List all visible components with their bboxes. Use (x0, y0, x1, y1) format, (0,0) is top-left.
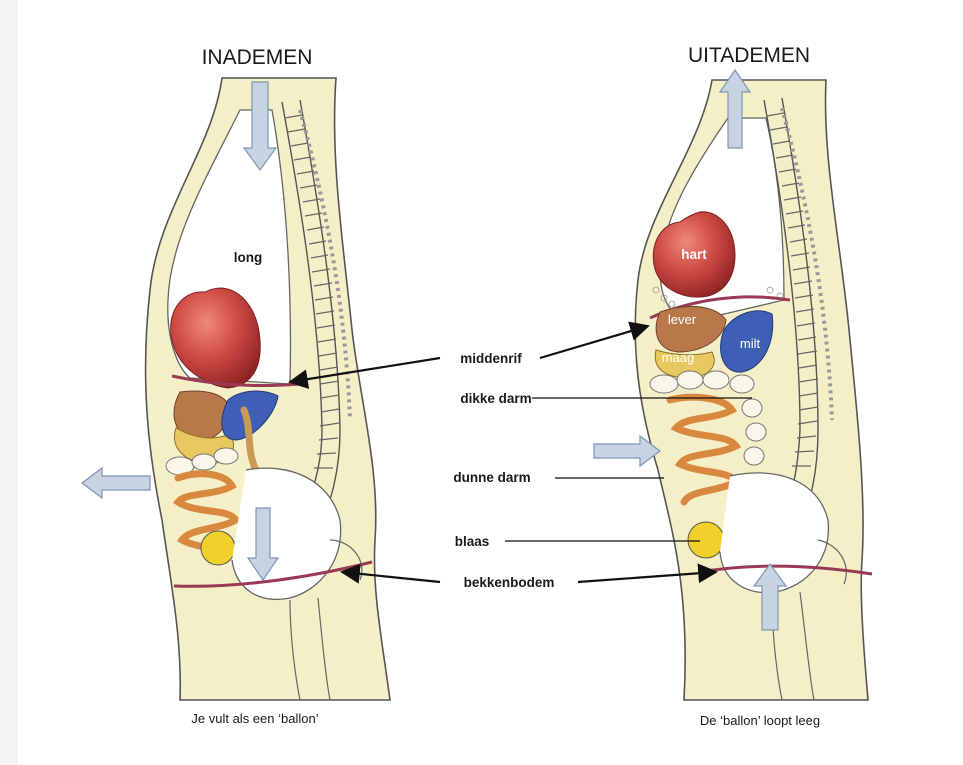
label-middenrif: middenrif (460, 351, 522, 366)
label-dikke-darm: dikke darm (460, 391, 531, 406)
inhale-caption: Je vult als een ‘ballon’ (191, 711, 318, 726)
exhale-caption: De ‘ballon’ loopt leeg (700, 713, 820, 728)
label-blaas: blaas (455, 534, 490, 549)
label-hart: hart (681, 247, 707, 262)
label-lever: lever (668, 312, 697, 327)
exhale-bladder (688, 522, 724, 558)
label-long: long (234, 250, 263, 265)
label-maag: maag (662, 350, 695, 365)
label-dunne-darm: dunne darm (453, 470, 530, 485)
label-milt: milt (740, 336, 761, 351)
label-bekkenbodem: bekkenbodem (464, 575, 555, 590)
exhale-title: UITADEMEN (688, 44, 810, 67)
inhale-title: INADEMEN (202, 46, 313, 69)
inhale-bladder (201, 531, 235, 565)
